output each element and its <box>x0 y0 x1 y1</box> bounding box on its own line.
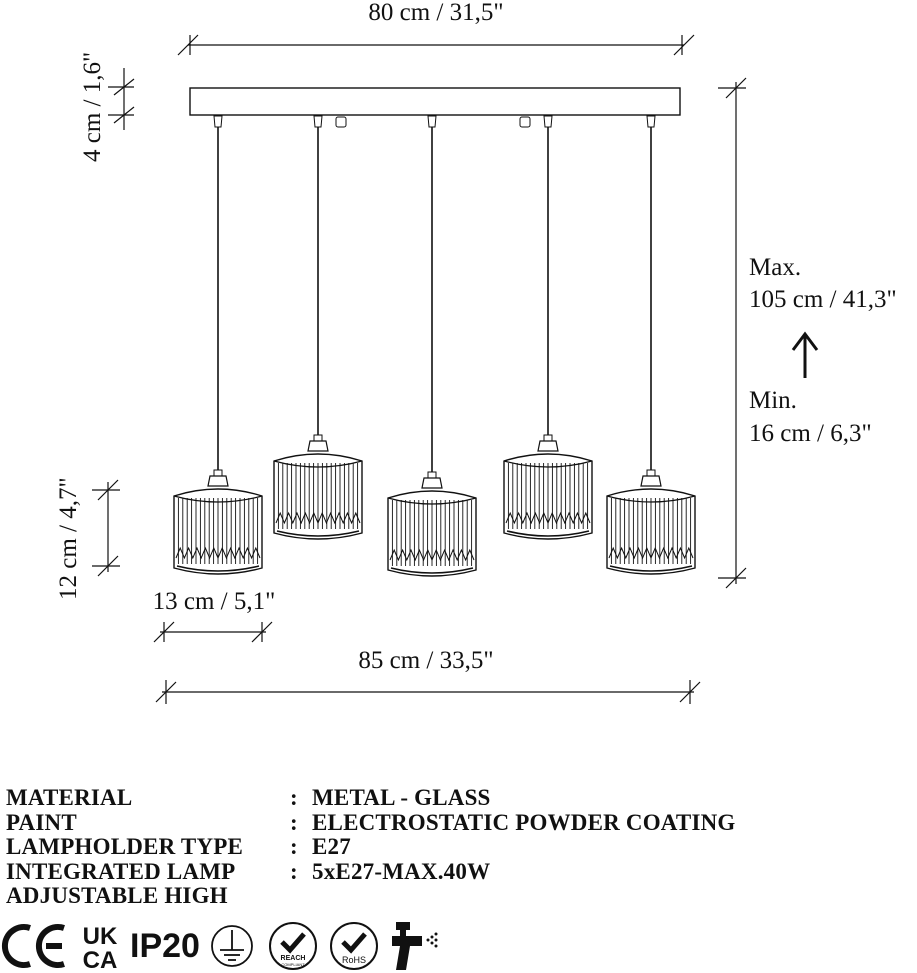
top-width-label: 80 cm / 31,5" <box>368 0 503 26</box>
ip-rating: IP20 <box>130 926 200 965</box>
canopy-clips <box>335 116 531 128</box>
top-width-dimension <box>177 34 695 56</box>
ground-icon <box>211 925 253 967</box>
canopy-height-dimension <box>108 68 135 130</box>
svg-text:UK: UK <box>83 923 118 950</box>
pendant-lamp <box>273 115 363 540</box>
spec-value: METAL - GLASS <box>312 785 491 810</box>
spec-colon: : <box>290 785 298 810</box>
svg-text:COMPLIANT: COMPLIANT <box>281 962 305 967</box>
canopy-height-label: 4 cm / 1,6" <box>79 52 106 162</box>
spec-value: E27 <box>312 834 351 859</box>
reach-icon: REACH COMPLIANT <box>268 922 317 970</box>
adjust-up-arrow-icon <box>791 331 819 378</box>
min-label: Min. <box>749 387 797 414</box>
pendant-lamp <box>173 115 263 575</box>
spec-label: PAINT <box>6 809 77 835</box>
max-label: Max. <box>749 254 801 281</box>
total-width-dimension <box>155 680 701 704</box>
spec-label: LAMPHOLDER TYPE <box>6 834 244 859</box>
shade-height-dimension <box>92 479 120 577</box>
spec-value: ELECTROSTATIC POWDER COATING <box>312 809 736 835</box>
total-width-label: 85 cm / 33,5" <box>358 647 493 674</box>
spec-colon: : <box>290 809 298 835</box>
svg-text:REACH: REACH <box>281 955 306 962</box>
pendant-group <box>173 115 696 577</box>
shade-width-label: 13 cm / 5,1" <box>153 588 276 615</box>
overall-height-dimension <box>718 77 747 589</box>
shade-height-label: 12 cm / 4,7" <box>55 477 82 600</box>
max-value: 105 cm / 41,3" <box>749 286 897 313</box>
spec-colon: : <box>290 858 298 884</box>
spec-value: 5xE27-MAX.40W <box>312 858 491 884</box>
certification-row: CE UK CA IP20 REACH COMPLIANT RoHS <box>0 920 444 972</box>
shade-width-dimension <box>153 621 273 643</box>
ceiling-canopy <box>189 87 681 116</box>
lamp-dimension-drawing: 80 cm / 31,5" 4 cm / 1,6" Max. 105 cm / … <box>55 0 897 704</box>
pendant-lamp <box>387 115 477 577</box>
svg-text:CA: CA <box>83 947 118 972</box>
pendant-lamp <box>503 115 593 540</box>
spec-label: ADJUSTABLE HIGH <box>6 883 228 908</box>
spec-label: MATERIAL <box>6 785 133 810</box>
svg-text:CE: CE <box>0 920 2 921</box>
ce-mark-icon: CE <box>0 920 65 968</box>
ukca-mark-icon: UK CA <box>83 923 118 972</box>
svg-text:RoHS: RoHS <box>342 955 366 965</box>
spec-label: INTEGRATED LAMP <box>6 858 236 884</box>
rohs-icon: RoHS <box>329 922 378 970</box>
spec-colon: : <box>290 834 298 859</box>
min-value: 16 cm / 6,3" <box>749 420 872 447</box>
spray-gun-icon <box>391 922 438 970</box>
pendant-lamp <box>606 115 696 575</box>
